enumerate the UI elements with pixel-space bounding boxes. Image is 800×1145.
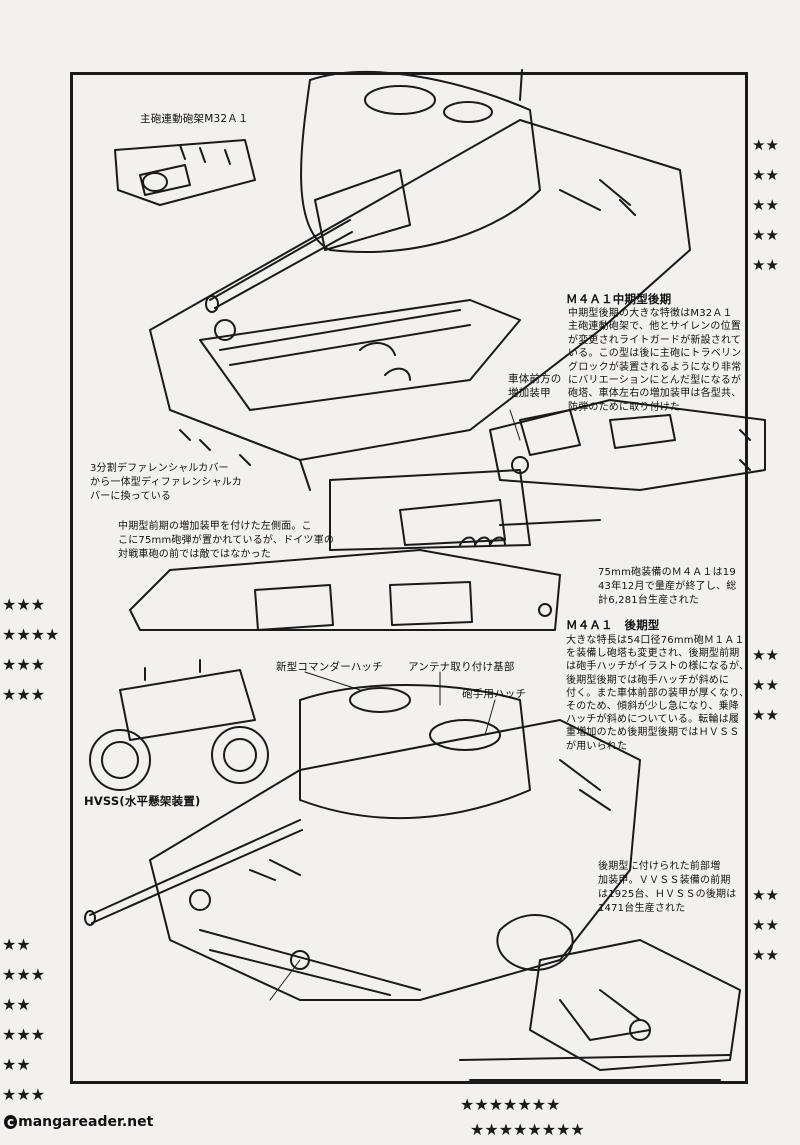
- m32a1-caption: 主砲連動砲架M32Ａ１: [140, 113, 249, 125]
- svg-text:★★★: ★★★: [2, 655, 45, 674]
- svg-text:★★: ★★: [752, 256, 779, 274]
- svg-text:★★★: ★★★: [2, 685, 45, 704]
- svg-text:★★: ★★: [752, 676, 779, 694]
- m4a1-mid-title: Ｍ４Ａ１中期型後期: [566, 292, 672, 306]
- svg-text:★★★★★★★: ★★★★★★★: [460, 1095, 560, 1114]
- production-75-caption: 75mm砲装備のＭ４Ａ１は19 43年12月で量産が終了し、総 計6,281台生…: [598, 567, 737, 606]
- star-decoration-right: ★★ ★★ ★★ ★★ ★★ ★★ ★★ ★★ ★★ ★★ ★★: [752, 136, 779, 964]
- svg-text:★★★★★★★★: ★★★★★★★★: [470, 1120, 585, 1139]
- late-title: Ｍ４Ａ１ 後期型: [566, 618, 660, 632]
- upper-tank-sketch: [149, 69, 691, 491]
- hvss-sketch: [89, 659, 269, 791]
- page-frame: [70, 72, 748, 1084]
- svg-text:★★: ★★: [752, 166, 779, 184]
- svg-text:★★: ★★: [752, 946, 779, 964]
- gunner-hatch-label: 砲手用ハッチ: [462, 688, 527, 700]
- m32a1-mount-sketch: [114, 139, 256, 206]
- svg-text:★★: ★★: [2, 935, 31, 954]
- late-front-armor-detail: [459, 914, 741, 1081]
- front-armor-caption: 車体前方の 増加装甲: [508, 373, 562, 399]
- svg-text:★★: ★★: [752, 916, 779, 934]
- svg-text:★★★: ★★★: [2, 1085, 45, 1104]
- star-decoration-left: ★★★ ★★★★ ★★★ ★★★ ★★ ★★★ ★★ ★★★ ★★ ★★★: [2, 595, 59, 1104]
- side-hull-sketch: [129, 469, 601, 631]
- early-side-caption: 中期型前期の増加装甲を付けた左側面。こ こに75mm砲弾が置かれているが、ドイツ…: [118, 521, 335, 560]
- svg-text:★★: ★★: [752, 646, 779, 664]
- late-body: 大きな特長は54口径76mm砲Ｍ１Ａ１ を装備し砲塔も変更され、後期型前期 は砲…: [566, 635, 750, 752]
- svg-text:★★: ★★: [752, 196, 779, 214]
- svg-text:★★★★: ★★★★: [2, 625, 59, 644]
- svg-text:★★: ★★: [2, 1055, 31, 1074]
- antenna-label: アンテナ取り付け基部: [408, 661, 515, 673]
- hvss-caption: HVSS(水平懸架装置): [84, 794, 201, 808]
- lower-tank-sketch: [84, 684, 641, 1001]
- front-armor-detail: [489, 399, 766, 491]
- svg-text:★★★: ★★★: [2, 1025, 45, 1044]
- svg-text:★★: ★★: [752, 136, 779, 154]
- watermark-text: mangareader.net: [18, 1114, 154, 1130]
- svg-text:★★: ★★: [752, 226, 779, 244]
- svg-text:★★: ★★: [752, 706, 779, 724]
- late-front-caption: 後期型に付けられた前部増 加装甲。ＶＶＳＳ装備の前期 は1925台、ＨＶＳＳの後…: [598, 861, 737, 914]
- differential-cover-caption: 3分割デファレンシャルカバー から一体型ディファレンシャルカ バーに換っている: [90, 463, 242, 502]
- svg-text:★★: ★★: [2, 995, 31, 1014]
- star-decoration-bottom: ★★★★★★★ ★★★★★★★★: [460, 1095, 585, 1139]
- watermark-c: c: [4, 1115, 18, 1129]
- m4a1-mid-body: 中期型後期の大きな特徴はM32Ａ１ 主砲連動砲架で、他とサイレンの位置 が変更さ…: [568, 308, 742, 413]
- svg-text:★★: ★★: [752, 886, 779, 904]
- new-hatch-label: 新型コマンダーハッチ: [276, 661, 383, 673]
- svg-text:★★★: ★★★: [2, 595, 45, 614]
- svg-text:★★★: ★★★: [2, 965, 45, 984]
